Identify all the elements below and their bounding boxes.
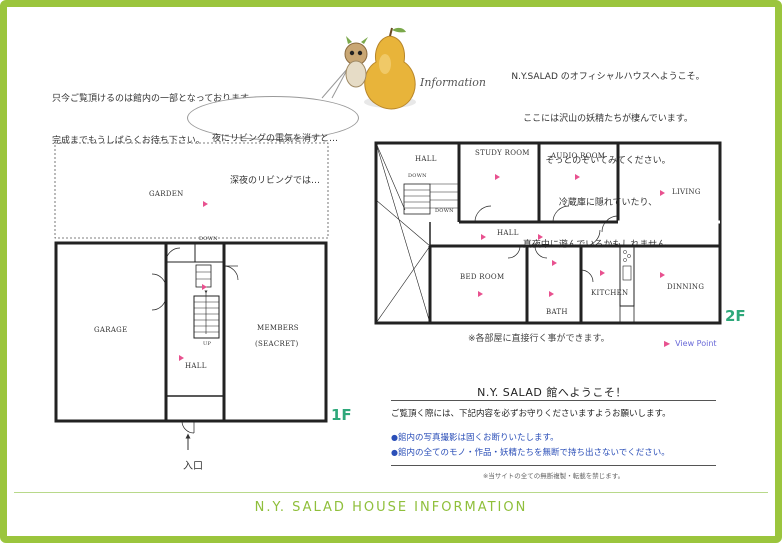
view-point-bath-door[interactable] <box>552 260 557 266</box>
audio-room-label: AUDIO ROOM <box>550 152 605 160</box>
view-point-hall-2f-b[interactable] <box>538 234 543 240</box>
right-note-line-3: そっとのぞいてみてください。 <box>545 156 671 166</box>
view-point-living[interactable] <box>660 190 665 196</box>
right-note-line-1: N.Y.SALAD のオフィシャルハウスへようこそ。 <box>511 72 705 82</box>
view-point-audio[interactable] <box>575 174 580 180</box>
floor-2-plan: HALL STUDY ROOM AUDIO ROOM LIVING HALL B… <box>374 141 722 325</box>
living-label: LIVING <box>672 188 701 196</box>
down-1f-label: DOWN <box>199 236 218 242</box>
welcome-bottom-rule <box>391 465 716 466</box>
information-word: Information <box>420 76 487 89</box>
speech-bubble <box>187 96 359 140</box>
floor-2-outer-wall <box>374 141 722 325</box>
bedroom-label: BED ROOM <box>460 273 504 281</box>
floor-1-label: 1F <box>331 406 352 424</box>
garden-label: GARDEN <box>149 190 184 198</box>
left-note: 只今ご覧頂けるのは館内の一部となっております。 完成までもうしばらくお待ち下さい… <box>52 64 257 162</box>
view-point-legend: ▶ View Point <box>664 339 717 348</box>
view-point-legend-text: View Point <box>675 339 717 348</box>
floor-1-plan: GARDEN GARAGE MEMBERS (SEACRET) HALL DOW… <box>54 142 329 450</box>
view-point-arrow-icon: ▶ <box>664 339 671 348</box>
fairy-pear-illustration <box>344 27 416 110</box>
right-note-line-4: 冷蔵庫に隠れていたり、 <box>558 198 658 208</box>
view-point-hall-2f-a[interactable] <box>481 234 486 240</box>
welcome-top-rule <box>391 400 716 401</box>
view-point-hall-1f[interactable] <box>179 355 184 361</box>
hall-upper-label: HALL <box>415 155 437 163</box>
welcome-intro: ご覧頂く際には、下記内容を必ずお守りくださいますようお願いします。 <box>391 409 671 419</box>
bullet-icon: ● <box>391 448 398 457</box>
garden-area <box>54 142 329 239</box>
entrance-label: 入口 <box>183 461 203 472</box>
members-sub-label: (SEACRET) <box>255 340 299 348</box>
view-point-study[interactable] <box>495 174 500 180</box>
view-point-kitchen[interactable] <box>600 270 605 276</box>
welcome-item-1-text: 館内の写真撮影は固くお断りいたします。 <box>397 433 559 443</box>
welcome-item-1: ●館内の写真撮影は固くお断りいたします。 <box>391 431 559 443</box>
kitchen-label: KITCHEN <box>591 289 628 297</box>
left-note-line-1: 只今ご覧頂けるのは館内の一部となっております。 <box>52 94 258 104</box>
study-room-label: STUDY ROOM <box>475 149 530 157</box>
floor-1-outer-wall <box>54 241 328 423</box>
members-label: MEMBERS <box>257 324 299 332</box>
down-2f-label-2: DOWN <box>435 208 454 214</box>
bullet-icon: ● <box>391 433 398 442</box>
up-1f-label: UP <box>203 341 212 347</box>
floor-2-label: 2F <box>725 307 746 325</box>
welcome-item-2-text: 館内の全てのモノ・作品・妖精たちを無断で持ち出さないでください。 <box>397 448 670 458</box>
down-2f-label-1: DOWN <box>408 173 427 179</box>
welcome-title: N.Y. SALAD 館へようこそ！ <box>477 386 627 399</box>
view-point-garden[interactable] <box>203 201 208 207</box>
right-note-line-2: ここには沢山の妖精たちが棲んでいます。 <box>523 114 693 124</box>
bubble-line-2: 深夜のリビングでは… <box>229 176 320 186</box>
hall-1f-label: HALL <box>185 362 207 370</box>
copyright-note: ※当サイトの全ての無断複製・転載を禁じます。 <box>482 472 625 480</box>
view-point-stair-1f[interactable] <box>202 284 207 290</box>
dinning-label: DINNING <box>667 283 704 291</box>
footer-divider <box>14 492 768 493</box>
hall-2f-label: HALL <box>497 229 519 237</box>
welcome-item-2: ●館内の全てのモノ・作品・妖精たちを無断で持ち出さないでください。 <box>391 446 670 458</box>
garage-label: GARAGE <box>94 326 127 334</box>
view-point-bedroom[interactable] <box>478 291 483 297</box>
bath-label: BATH <box>546 308 568 316</box>
footer-title: N.Y. SALAD HOUSE INFORMATION <box>254 500 528 515</box>
bubble-line-1: 夜にリビングの電気を消すと… <box>211 134 338 144</box>
view-point-bath[interactable] <box>549 291 554 297</box>
left-note-line-2: 完成までもうしばらくお待ち下さい。 <box>52 136 205 146</box>
view-point-dinning[interactable] <box>660 272 665 278</box>
access-note: ※各部屋に直接行く事ができます。 <box>468 334 610 344</box>
bubble-text: 夜にリビングの電気を消すと… 深夜のリビングでは… <box>200 104 350 202</box>
